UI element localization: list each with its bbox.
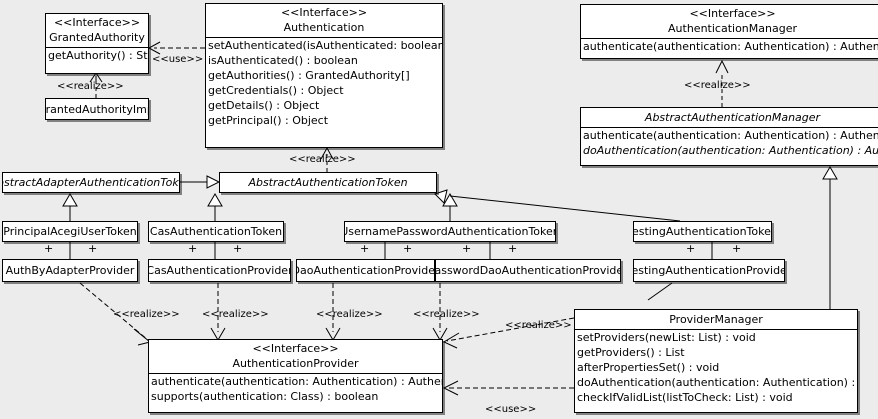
label-realize-dao-provider: <<realize>> <box>316 309 383 320</box>
method-row: supports(authentication: Class) : boolea… <box>151 390 379 403</box>
class-password-dao-authentication-provider[interactable]: PasswordDaoAuthenticationProvider <box>435 259 621 282</box>
class-name: DaoAuthenticationProvider <box>296 264 435 277</box>
class-name: TestingAuthenticationProvider <box>633 264 785 277</box>
method-row: authenticate(authentication: Authenticat… <box>583 40 878 53</box>
class-granted-authority-impl[interactable]: GrantedAuthorityImpl <box>45 98 149 120</box>
class-auth-by-adapter-provider[interactable]: AuthByAdapterProvider <box>2 259 138 282</box>
class-header: <<Interface>> GrantedAuthority <box>46 14 148 47</box>
class-header: AbstractAuthenticationManager <box>581 108 878 127</box>
class-name: AuthenticationManager <box>668 22 797 35</box>
assoc-plus-marker: + <box>686 242 696 255</box>
class-cas-authentication-token[interactable]: CasAuthenticationToken <box>148 221 284 242</box>
label-use-provider-manager: <<use>> <box>485 404 537 415</box>
class-username-password-authentication-token[interactable]: UsernamePasswordAuthenticationToken <box>344 221 556 242</box>
class-name: AuthenticationProvider <box>232 357 359 370</box>
class-name: UsernamePasswordAuthenticationToken <box>344 225 556 238</box>
method-row: authenticate(authentication: Authenticat… <box>151 375 442 388</box>
method-compartment: authenticate(authentication: Authenticat… <box>581 38 878 54</box>
class-header: ProviderManager <box>575 310 857 329</box>
method-row: getAuthority() : String <box>48 49 148 62</box>
label-use-granted-authority: <<use>> <box>152 54 204 65</box>
method-row: getDetails() : Object <box>208 99 320 112</box>
class-abstract-adapter-authentication-token[interactable]: AbstractAdapterAuthenticationToken <box>2 172 180 193</box>
method-row: getAuthorities() : GrantedAuthority[] <box>208 69 410 82</box>
method-compartment: authenticate(authentication: Authenticat… <box>581 127 878 158</box>
method-row: getCredentials() : Object <box>208 84 344 97</box>
class-provider-manager[interactable]: ProviderManager setProviders(newList: Li… <box>574 309 858 413</box>
stereotype-label: <<Interface>> <box>53 16 141 29</box>
assoc-plus-marker: + <box>403 242 413 255</box>
class-name: AuthByAdapterProvider <box>5 264 135 277</box>
class-header: <<Interface>> AuthenticationProvider <box>149 340 442 373</box>
label-realize-abstract-auth-manager: <<realize>> <box>684 80 751 91</box>
class-name: AbstractAuthenticationToken <box>248 176 408 189</box>
method-row: getProviders() : List <box>577 346 685 359</box>
stereotype-label: <<Interface>> <box>280 6 368 19</box>
class-name: TestingAuthenticationToken <box>633 225 772 238</box>
method-row: setProviders(newList: List) : void <box>577 331 756 344</box>
method-compartment: setAuthenticated(isAuthenticated: boolea… <box>206 37 442 128</box>
class-name: CasAuthenticationToken <box>149 225 283 238</box>
class-name: PasswordDaoAuthenticationProvider <box>435 264 621 277</box>
class-testing-authentication-token[interactable]: TestingAuthenticationToken <box>633 221 772 242</box>
label-realize-provider-manager: <<realize>> <box>505 320 572 331</box>
method-row: authenticate(authentication: Authenticat… <box>583 129 878 142</box>
class-name: AbstractAuthenticationManager <box>644 111 821 124</box>
class-abstract-authentication-manager[interactable]: AbstractAuthenticationManager authentica… <box>580 107 878 166</box>
class-header: <<Interface>> Authentication <box>206 4 442 37</box>
class-header: <<Interface>> AuthenticationManager <box>581 5 878 38</box>
assoc-plus-marker: + <box>88 242 98 255</box>
method-compartment: setProviders(newList: List) : void getPr… <box>575 329 857 405</box>
assoc-plus-marker: + <box>732 242 742 255</box>
method-row: doAuthentication(authentication: Authent… <box>577 376 857 389</box>
label-realize-password-dao-provider: <<realize>> <box>413 309 480 320</box>
class-cas-authentication-provider[interactable]: CasAuthenticationProvider <box>148 259 291 282</box>
class-name: AbstractAdapterAuthenticationToken <box>3 176 179 189</box>
method-row: getPrincipal() : Object <box>208 114 329 127</box>
label-realize-auth-by-adapter: <<realize>> <box>113 309 180 320</box>
class-name: ProviderManager <box>669 313 763 326</box>
class-name: PrincipalAcegiUserToken <box>3 225 137 238</box>
label-realize-abstract-auth-token: <<realize>> <box>289 154 356 165</box>
method-row: setAuthenticated(isAuthenticated: boolea… <box>208 39 442 52</box>
method-row: checkIfValidList(listToCheck: List) : vo… <box>577 391 793 404</box>
class-name: CasAuthenticationProvider <box>148 264 291 277</box>
assoc-plus-marker: + <box>44 242 54 255</box>
class-authentication[interactable]: <<Interface>> Authentication setAuthenti… <box>205 3 443 148</box>
class-granted-authority[interactable]: <<Interface>> GrantedAuthority getAuthor… <box>45 13 149 74</box>
class-abstract-authentication-token[interactable]: AbstractAuthenticationToken <box>219 172 437 193</box>
class-principal-acegi-user-token[interactable]: PrincipalAcegiUserToken <box>2 221 138 242</box>
class-dao-authentication-provider[interactable]: DaoAuthenticationProvider <box>296 259 435 282</box>
class-authentication-provider[interactable]: <<Interface>> AuthenticationProvider aut… <box>148 339 443 413</box>
class-name: GrantedAuthorityImpl <box>45 102 148 116</box>
method-row: afterPropertiesSet() : void <box>577 361 720 374</box>
method-row: doAuthentication(authentication: Authent… <box>583 144 878 157</box>
method-compartment: authenticate(authentication: Authenticat… <box>149 373 442 404</box>
class-name: GrantedAuthority <box>49 31 145 44</box>
stereotype-label: <<Interface>> <box>252 342 339 355</box>
method-row: isAuthenticated() : boolean <box>208 54 358 67</box>
assoc-plus-marker: + <box>233 242 243 255</box>
class-testing-authentication-provider[interactable]: TestingAuthenticationProvider <box>633 259 785 282</box>
class-name: Authentication <box>283 21 365 34</box>
assoc-plus-marker: + <box>462 242 472 255</box>
stereotype-label: <<Interface>> <box>689 7 776 20</box>
label-realize-granted-authority-impl: <<realize>> <box>57 81 124 92</box>
label-realize-cas-provider: <<realize>> <box>202 309 269 320</box>
class-authentication-manager[interactable]: <<Interface>> AuthenticationManager auth… <box>580 4 878 59</box>
method-compartment: getAuthority() : String <box>46 47 148 63</box>
assoc-plus-marker: + <box>188 242 198 255</box>
assoc-plus-marker: + <box>508 242 518 255</box>
assoc-plus-marker: + <box>360 242 370 255</box>
